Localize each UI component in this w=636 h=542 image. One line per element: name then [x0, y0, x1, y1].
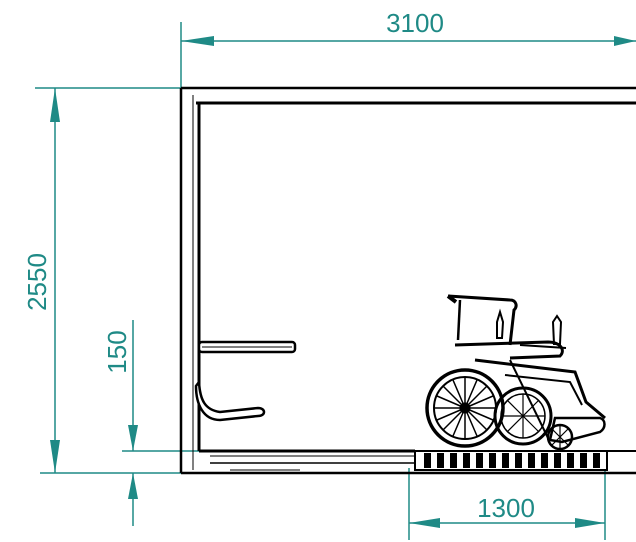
- step-arrow-top: [128, 425, 138, 451]
- width-arrow-left: [181, 36, 214, 46]
- height-arrow-bottom: [50, 440, 60, 473]
- ramp-arrow-right: [575, 518, 605, 528]
- ramp-grating-icon: [414, 450, 636, 471]
- ramp-arrow-left: [409, 518, 440, 528]
- fold-down-seat-icon: [194, 340, 297, 422]
- wheelchair-back-frame: [447, 294, 518, 346]
- wheelchair-far-wheel: [493, 386, 553, 446]
- width-dimension: 3100: [180, 8, 636, 88]
- height-arrow-top: [50, 88, 60, 122]
- wheelchair-footrest: [548, 416, 606, 444]
- width-arrow-right: [614, 36, 636, 46]
- step-label: 150: [102, 330, 132, 373]
- height-dimension: 2550: [22, 87, 181, 474]
- width-label: 3100: [386, 8, 444, 38]
- height-label: 2550: [22, 253, 52, 311]
- ramp-dimension: 1300: [408, 468, 606, 540]
- step-dimension: 150: [102, 320, 210, 526]
- seat-bracket: [194, 378, 266, 422]
- ramp-slats: [424, 453, 600, 468]
- step-arrow-bottom: [128, 473, 138, 499]
- ramp-label: 1300: [477, 493, 535, 523]
- wheelchair-icon: [425, 294, 606, 451]
- cabin-structure: [179, 86, 636, 475]
